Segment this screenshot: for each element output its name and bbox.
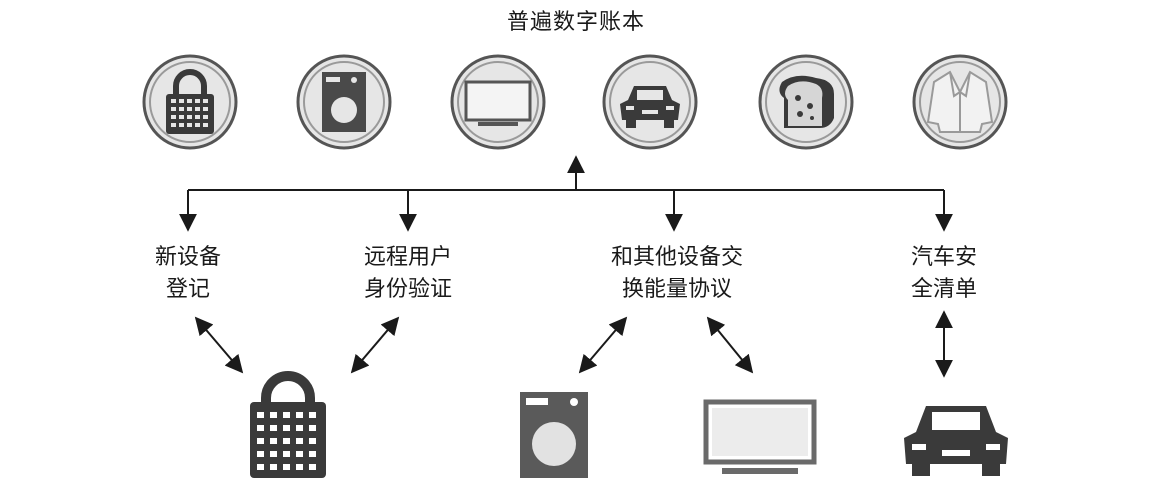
function-label-line: 身份验证: [363, 277, 452, 302]
function-label-car-safety: 汽车安 全清单: [884, 242, 1004, 306]
function-label-line: 远程用户: [363, 245, 452, 270]
function-label-line: 和其他设备交: [610, 245, 743, 270]
bottom-icon-car: [904, 406, 1008, 476]
connector-tree: [179, 155, 953, 232]
top-icon-television: [450, 54, 546, 150]
function-label-line: 登记: [165, 277, 210, 302]
function-label-line: 汽车安: [910, 245, 977, 270]
bottom-icon-washing-machine: [520, 392, 588, 478]
function-label-line: 全清单: [910, 277, 977, 302]
top-icon-lock: [142, 54, 238, 150]
function-label-energy-exchange: 和其他设备交 换能量协议: [582, 242, 772, 306]
top-icon-washing-machine: [296, 54, 392, 150]
top-icon-coat: [912, 54, 1008, 150]
bottom-icon-lock: [250, 371, 326, 478]
bottom-icon-television: [703, 399, 817, 474]
top-icon-bread: [758, 54, 854, 150]
function-label-new-device: 新设备 登记: [128, 242, 248, 306]
top-icon-car: [602, 54, 698, 150]
link-arrows: [194, 310, 953, 378]
diagram-title: 普遍数字账本: [506, 10, 645, 35]
function-label-remote-auth: 远程用户 身份验证: [338, 242, 478, 306]
function-label-line: 换能量协议: [621, 277, 732, 302]
function-label-line: 新设备: [154, 245, 221, 270]
